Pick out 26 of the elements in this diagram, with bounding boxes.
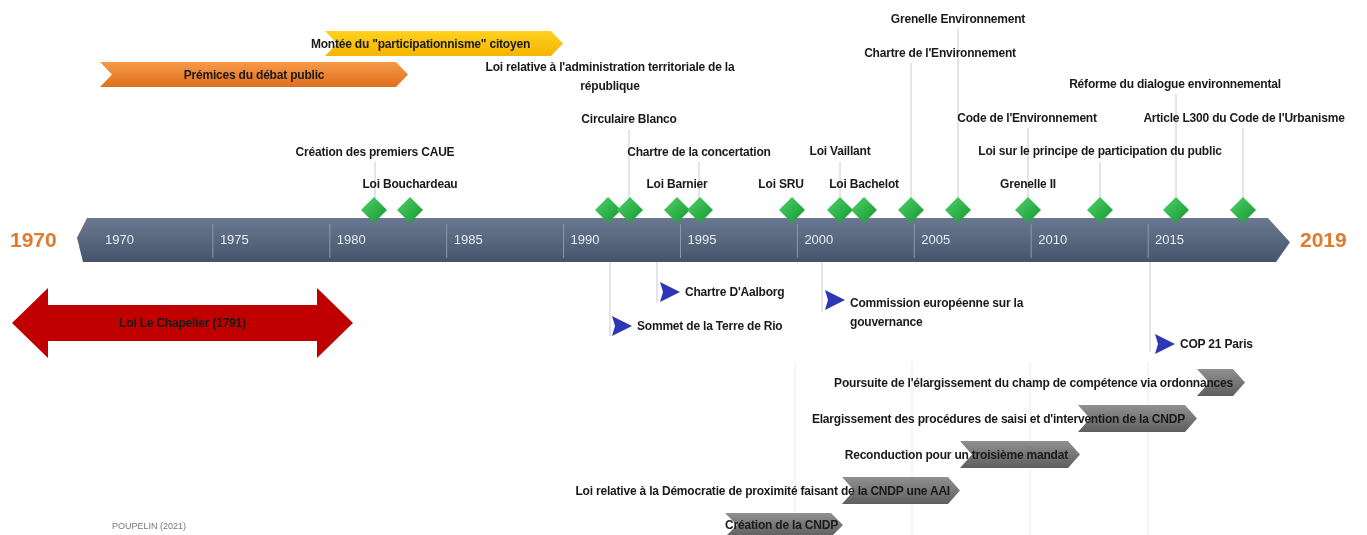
event-label: Loi Bachelot bbox=[829, 175, 899, 193]
event-label: Loi SRU bbox=[758, 175, 804, 193]
event-label: Chartre de l'Environnement bbox=[864, 44, 1016, 62]
event-label: Grenelle Environnement bbox=[890, 10, 1026, 28]
event-label: Chartre D'Aalborg bbox=[685, 283, 785, 301]
event-label: Création des premiers CAUE bbox=[295, 143, 455, 161]
event-label: Article L300 du Code de l'Urbanisme bbox=[1143, 109, 1345, 127]
event-label: COP 21 Paris bbox=[1180, 335, 1253, 353]
event-label: Loi Vaillant bbox=[809, 142, 871, 160]
chevron-banner: Reconduction pour un troisième mandat bbox=[785, 441, 1080, 468]
event-label: Sommet de la Terre de Rio bbox=[637, 317, 783, 335]
event-label: Loi Barnier bbox=[646, 175, 708, 193]
double-arrow-banner: Loi Le Chapelier (1791) bbox=[12, 288, 353, 358]
event-label: Loi relative à l'administration territoriale de la république bbox=[484, 59, 736, 95]
source-note: POUPELIN (2021) bbox=[112, 520, 187, 534]
event-label: Commission européenne sur la gouvernance bbox=[850, 295, 1025, 331]
event-label: Réforme du dialogue environnemental bbox=[1069, 75, 1281, 93]
year-label: 1970 bbox=[10, 226, 57, 253]
event-label: Code de l'Environnement bbox=[957, 109, 1097, 127]
event-label: Circulaire Blanco bbox=[581, 110, 677, 128]
event-label: Grenelle II bbox=[1000, 175, 1056, 193]
year-label: 2019 bbox=[1300, 226, 1347, 253]
chevron-banner: Prémices du débat public bbox=[100, 62, 408, 87]
event-label: Loi Bouchardeau bbox=[362, 175, 458, 193]
event-label: Loi sur le principe de participation du public bbox=[978, 142, 1222, 160]
event-label: Chartre de la concertation bbox=[627, 143, 771, 161]
